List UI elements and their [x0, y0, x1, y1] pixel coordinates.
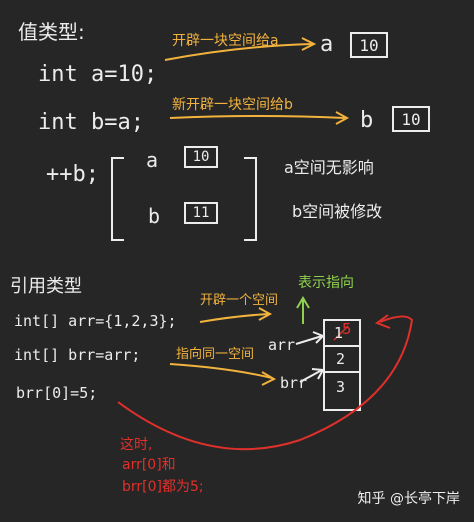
arrow-b: [169, 115, 346, 119]
arrow-arr-space: [199, 313, 269, 323]
red-note-line2: arr[0]和: [122, 457, 176, 473]
note-alloc-a: 开辟一块空间给a: [172, 33, 279, 49]
arrow-a-head: [301, 37, 317, 51]
watermark-text: 知乎 @长亭下岸: [357, 491, 460, 507]
bracket-b-label: b: [148, 204, 161, 228]
bracket-b-value: 11: [184, 202, 218, 224]
red-note-line1: 这时,: [120, 437, 153, 453]
green-arrow-head: [296, 296, 310, 309]
label-brr: brr: [280, 374, 308, 392]
box-b-value: 10: [392, 106, 430, 132]
side-note-b: b空间被修改: [292, 202, 383, 221]
array-frame: [323, 319, 361, 411]
cell-new-value: 5: [342, 320, 352, 338]
code-arr-decl: int[] arr={1,2,3};: [14, 312, 177, 330]
note-points-to: 表示指向: [298, 275, 354, 291]
code-int-b: int b=a;: [38, 110, 144, 135]
code-brr-decl: int[] brr=arr;: [14, 346, 141, 364]
ref-type-title: 引用类型: [10, 276, 82, 297]
cell-2: 2: [336, 350, 346, 368]
value-type-title: 值类型:: [18, 20, 85, 44]
note-same-space: 指向同一空间: [176, 347, 255, 362]
code-increment-b: ++b;: [46, 162, 99, 187]
red-arrow-head: [374, 314, 391, 329]
box-a-value: 10: [350, 32, 388, 58]
cell-3: 3: [336, 378, 346, 396]
bracket-a-value: 10: [184, 146, 218, 168]
arrow-arr-space-head: [258, 307, 273, 321]
red-note-line3: brr[0]都为5;: [122, 479, 204, 495]
arrow-a: [164, 43, 313, 61]
cell-old-value: 1: [334, 324, 344, 342]
arrow-b-head: [335, 111, 350, 125]
bracket-a-label: a: [146, 148, 159, 172]
arrow-arr-pointer: [295, 335, 323, 345]
watermark: 知乎 @长亭下岸: [358, 488, 460, 508]
arrow-brr-pointer: [299, 369, 323, 383]
arrow-brr: [169, 363, 273, 379]
arrow-brr-head: [261, 371, 277, 386]
code-brr-assign: brr[0]=5;: [16, 384, 98, 402]
box-a-label: a: [320, 32, 334, 57]
side-note-a: a空间无影响: [284, 158, 374, 177]
right-bracket: [244, 157, 257, 241]
note-alloc-space: 开辟一个空间: [200, 293, 279, 308]
left-bracket: [111, 157, 124, 241]
code-int-a: int a=10;: [38, 62, 158, 87]
label-arr: arr: [268, 336, 296, 354]
strike-old-value: [333, 325, 349, 341]
box-b-label: b: [360, 108, 374, 133]
red-arrow: [117, 315, 414, 451]
note-alloc-b: 新开辟一块空间给b: [172, 97, 293, 113]
